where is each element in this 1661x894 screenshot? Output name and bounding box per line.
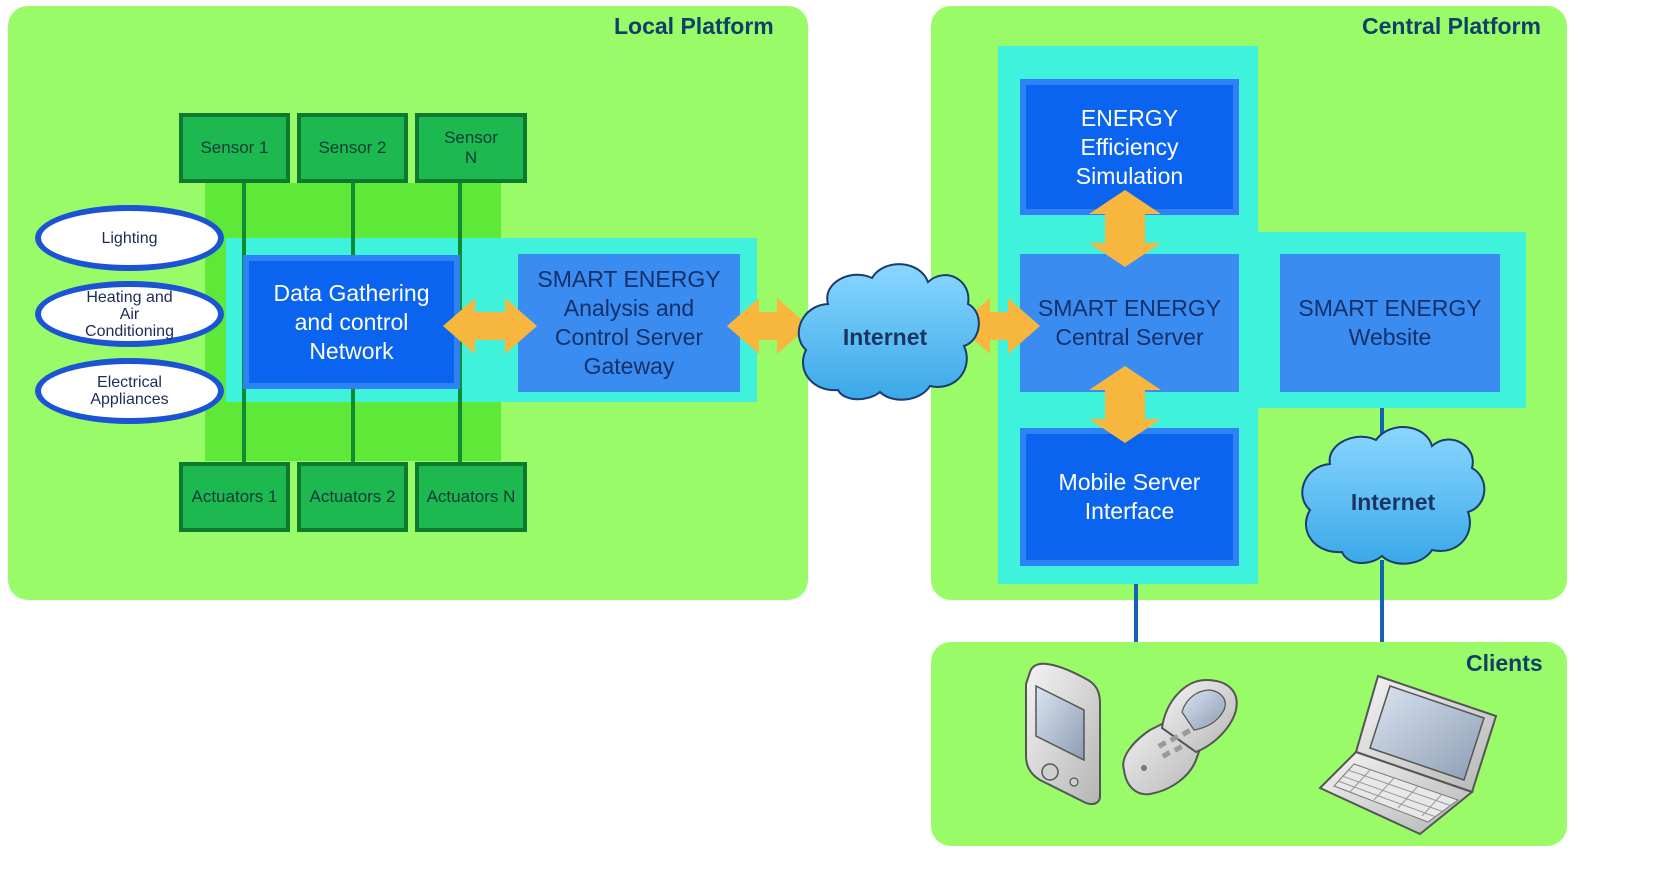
arrow-data-gateway — [443, 298, 537, 354]
arrow-gateway-internet — [727, 298, 809, 354]
sensor-2: Sensor 2 — [297, 113, 408, 183]
local-platform-title: Local Platform — [614, 13, 774, 39]
internet-label-right: Internet — [1351, 489, 1436, 515]
internet-cloud-right: Internet — [1301, 426, 1486, 565]
internet-clients-link — [1380, 560, 1384, 642]
arrow-internet-central — [958, 298, 1040, 354]
website-link — [1380, 408, 1384, 448]
sensor-1: Sensor 1 — [179, 113, 290, 183]
internet-cloud-left: Internet — [797, 263, 980, 401]
actuators-1: Actuators 1 — [179, 462, 290, 532]
gateway-server: SMART ENERGY Analysis and Control Server… — [518, 254, 740, 392]
mobile-clients-link — [1134, 584, 1138, 642]
actuators-n: Actuators N — [415, 462, 527, 532]
pda-icon — [1025, 662, 1101, 805]
central-platform-title: Central Platform — [1362, 13, 1541, 39]
arrow-central-mobile — [1089, 366, 1161, 443]
hvac-appliance: Heating and Air Conditioning — [35, 281, 224, 347]
electrical-appliances: Electrical Appliances — [35, 358, 224, 424]
clients-title: Clients — [1466, 650, 1543, 676]
laptop-icon — [1318, 674, 1498, 836]
website: SMART ENERGY Website — [1280, 254, 1500, 392]
mobile-server-interface: Mobile Server Interface — [1020, 428, 1239, 566]
lighting-appliance: Lighting — [35, 205, 224, 271]
sensor-n: Sensor N — [415, 113, 527, 183]
flip-phone-icon — [1122, 678, 1238, 796]
actuators-2: Actuators 2 — [297, 462, 408, 532]
arrow-simulation-central — [1089, 190, 1161, 267]
data-gathering-network: Data Gathering and control Network — [243, 255, 460, 389]
internet-label-left: Internet — [843, 324, 928, 350]
